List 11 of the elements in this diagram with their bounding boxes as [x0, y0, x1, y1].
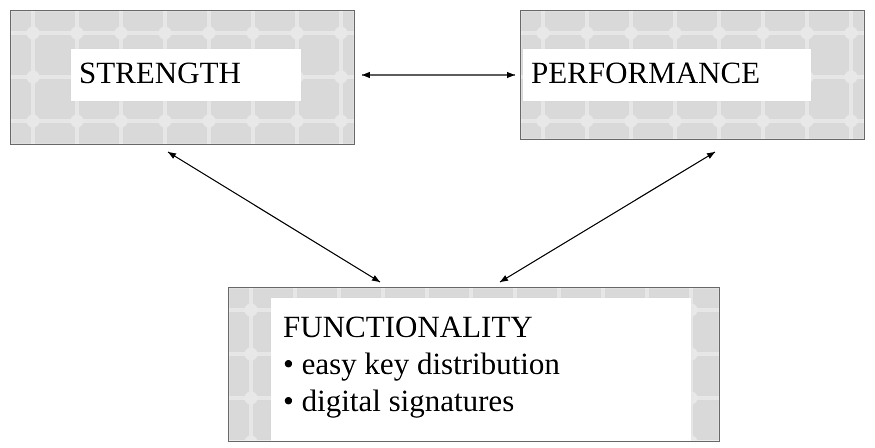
double-arrow	[168, 151, 380, 283]
textured-box	[228, 287, 720, 442]
bullet-item: • digital signatures	[283, 382, 516, 419]
box-label: PERFORMANCE	[531, 55, 760, 90]
double-arrow	[500, 151, 716, 283]
box-heading: FUNCTIONALITY	[283, 308, 534, 345]
box-label: STRENGTH	[79, 55, 241, 90]
textured-box	[520, 10, 865, 140]
double-arrow	[362, 72, 515, 78]
bullet-item: • easy key distribution	[283, 345, 560, 382]
textured-box	[10, 10, 355, 145]
